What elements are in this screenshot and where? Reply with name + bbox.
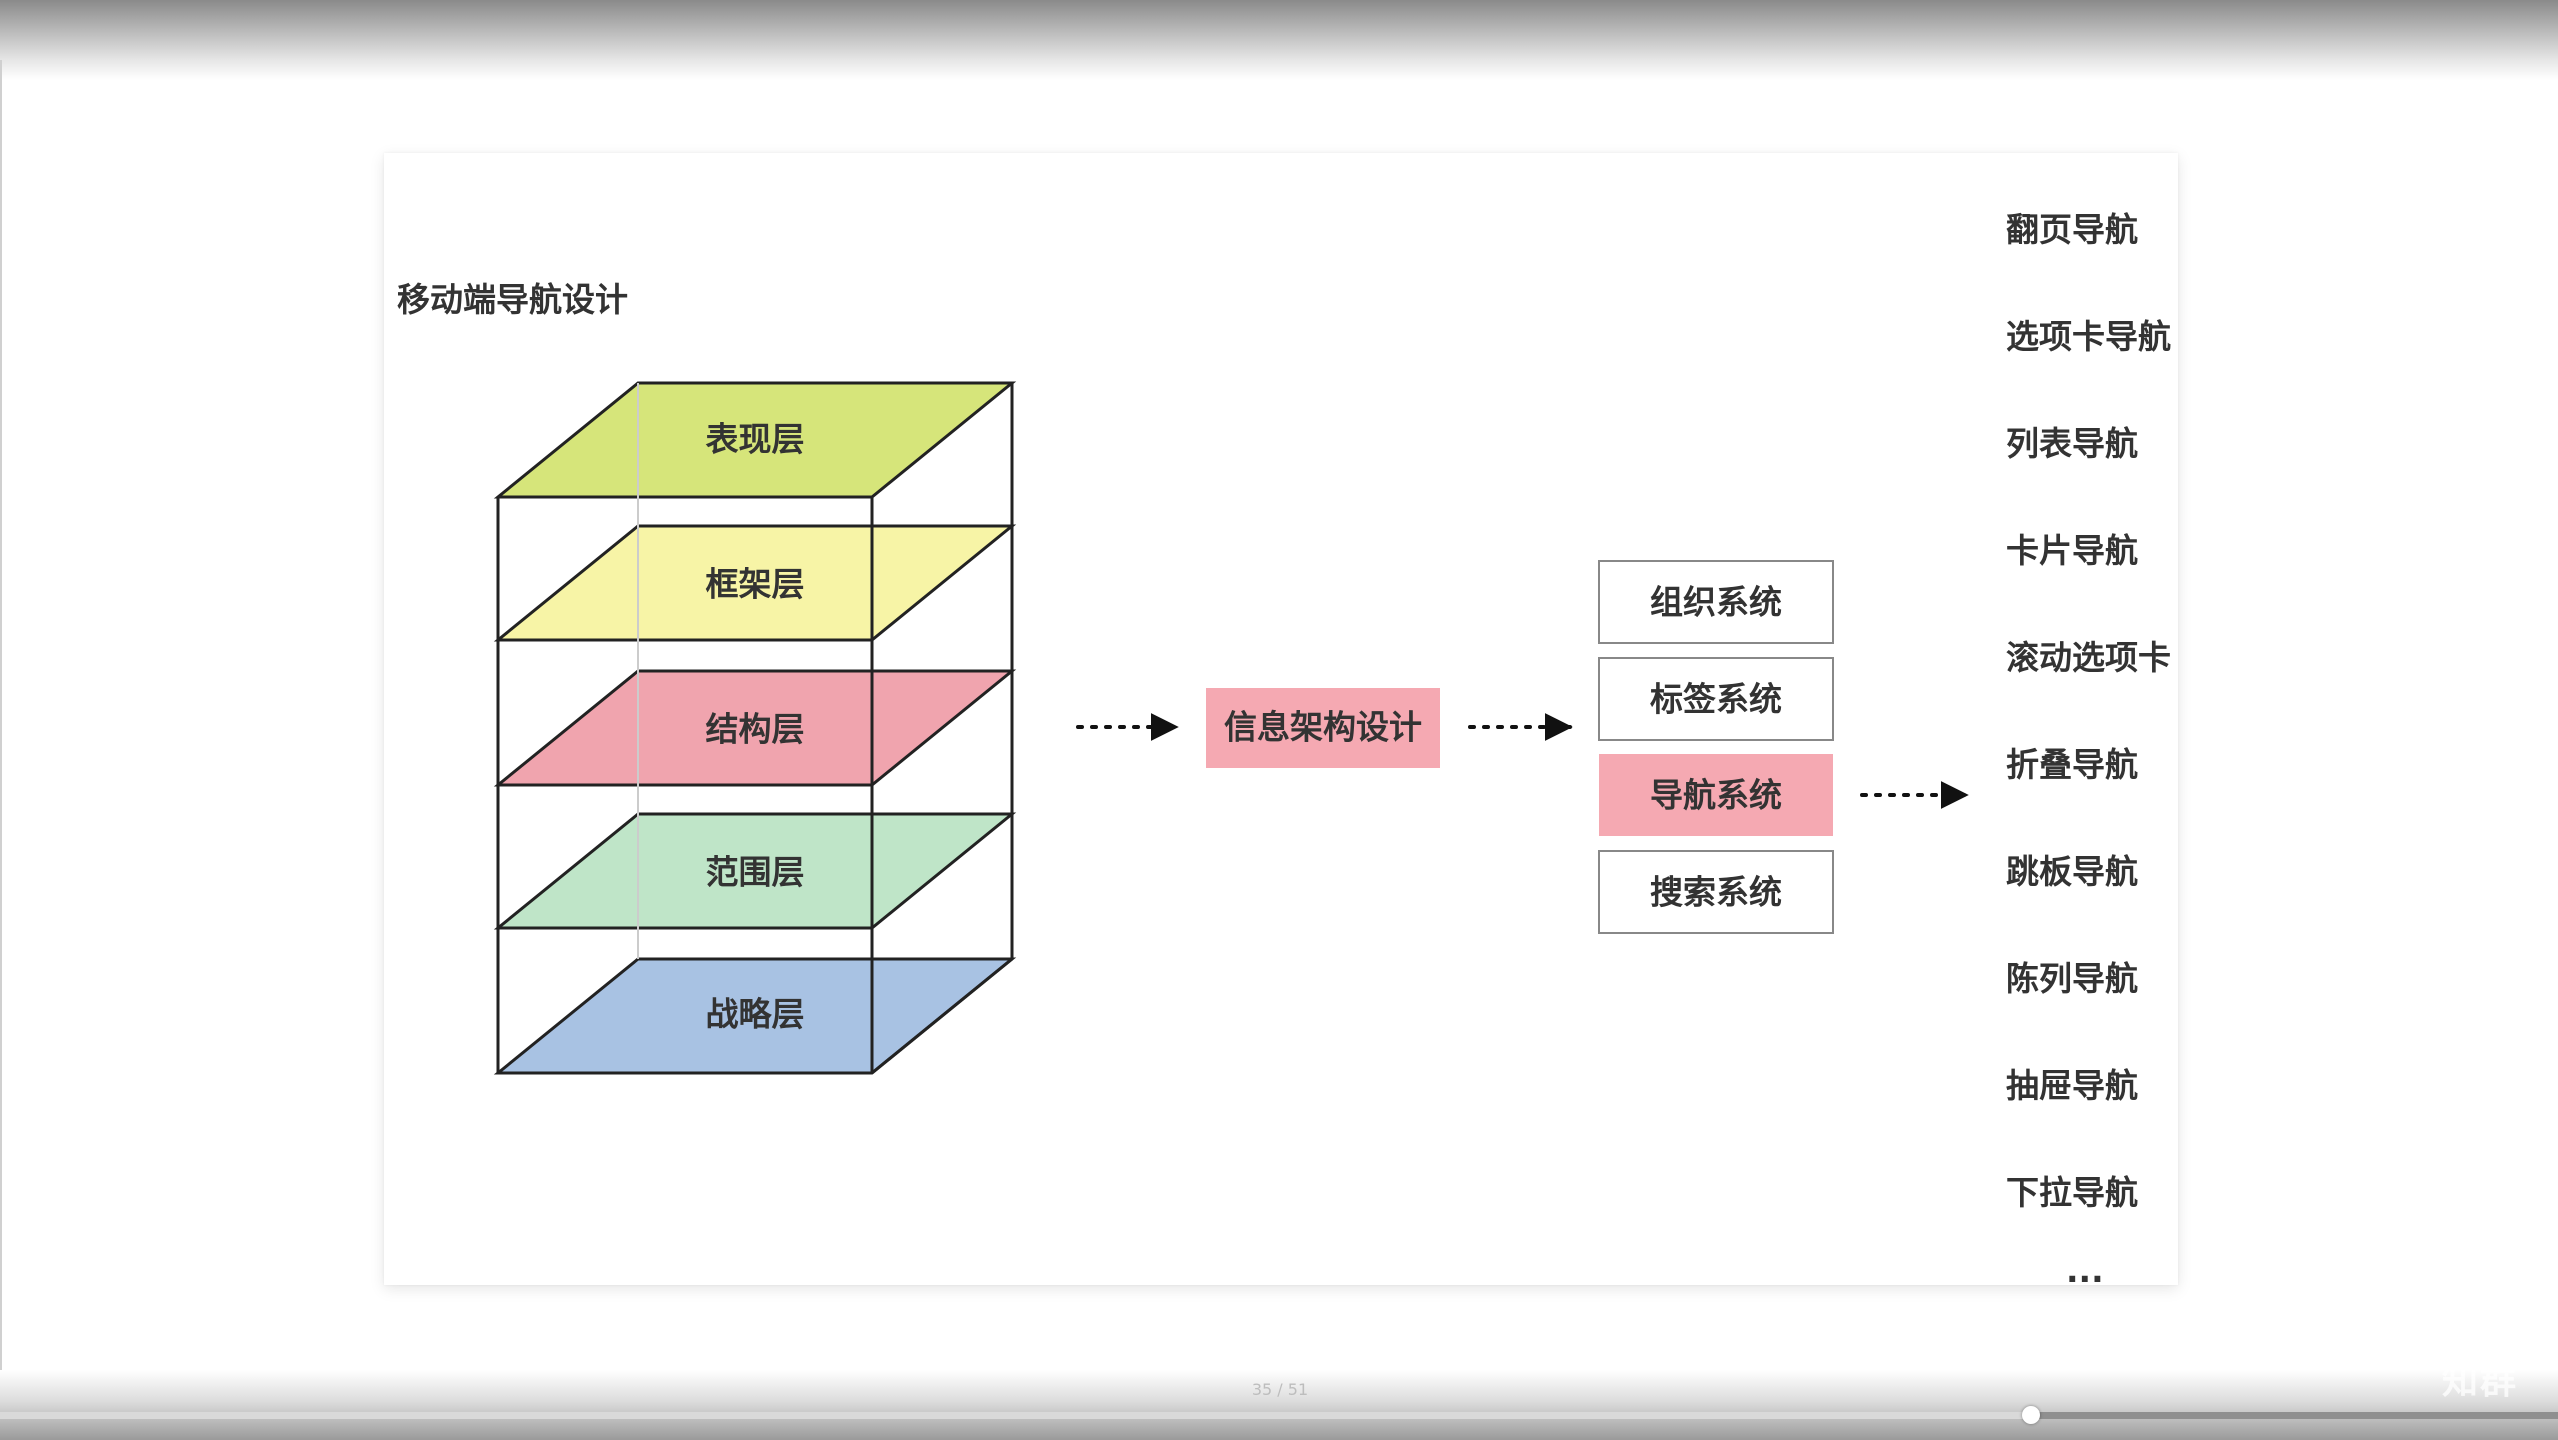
layer-label: 范围层 — [706, 853, 805, 892]
box-wireframe — [496, 383, 1014, 1075]
progress-bar[interactable] — [0, 1406, 2558, 1424]
player-controls — [0, 1370, 2558, 1440]
ia-box — [1206, 688, 1440, 768]
watermark-logo: 知群 — [2441, 1361, 2518, 1402]
nav-type-item: 滚动选项卡 — [2006, 638, 2171, 677]
system-box — [1598, 657, 1834, 741]
nav-type-item: 下拉导航 — [2006, 1173, 2138, 1212]
nav-type-item: 折叠导航 — [2006, 745, 2138, 784]
layer-label: 表现层 — [706, 420, 805, 459]
progress-handle[interactable] — [2022, 1406, 2041, 1424]
nav-type-item: 跳板导航 — [2006, 852, 2138, 891]
system-label: 标签系统 — [1650, 680, 1782, 719]
page-indicator: 35 / 51 — [1251, 1380, 1309, 1399]
system-label: 导航系统 — [1650, 776, 1782, 815]
nav-type-item: 陈列导航 — [2006, 959, 2138, 998]
left-edge — [0, 60, 2, 1380]
slide-canvas: 移动端导航设计 表现层 框架层 结构层 范围层 — [384, 153, 2178, 1290]
progress-fill — [0, 1412, 2032, 1419]
system-box — [1599, 754, 1833, 836]
system-label: 搜索系统 — [1650, 873, 1782, 912]
slide-title: 移动端导航设计 — [397, 280, 628, 319]
nav-type-item: 列表导航 — [2006, 424, 2138, 463]
top-toolbar — [0, 0, 2558, 80]
nav-type-item: 选项卡导航 — [2006, 317, 2171, 356]
architecture-diagram: 表现层 框架层 结构层 范围层 战略层 信息架构设计 组织系统 标签系统 导航系… — [493, 381, 1969, 1075]
layer-label: 结构层 — [706, 710, 805, 749]
nav-type-item: 翻页导航 — [2006, 210, 2138, 249]
nav-type-ellipsis: ... — [2066, 1251, 2104, 1290]
nav-type-item: 卡片导航 — [2006, 531, 2138, 570]
nav-type-item: 抽屉导航 — [2006, 1066, 2138, 1105]
system-box — [1598, 850, 1834, 934]
system-box — [1598, 560, 1834, 644]
ia-box-label: 信息架构设计 — [1224, 708, 1422, 747]
system-label: 组织系统 — [1650, 583, 1782, 622]
layer-label: 框架层 — [706, 565, 805, 604]
layer-label: 战略层 — [706, 995, 805, 1034]
